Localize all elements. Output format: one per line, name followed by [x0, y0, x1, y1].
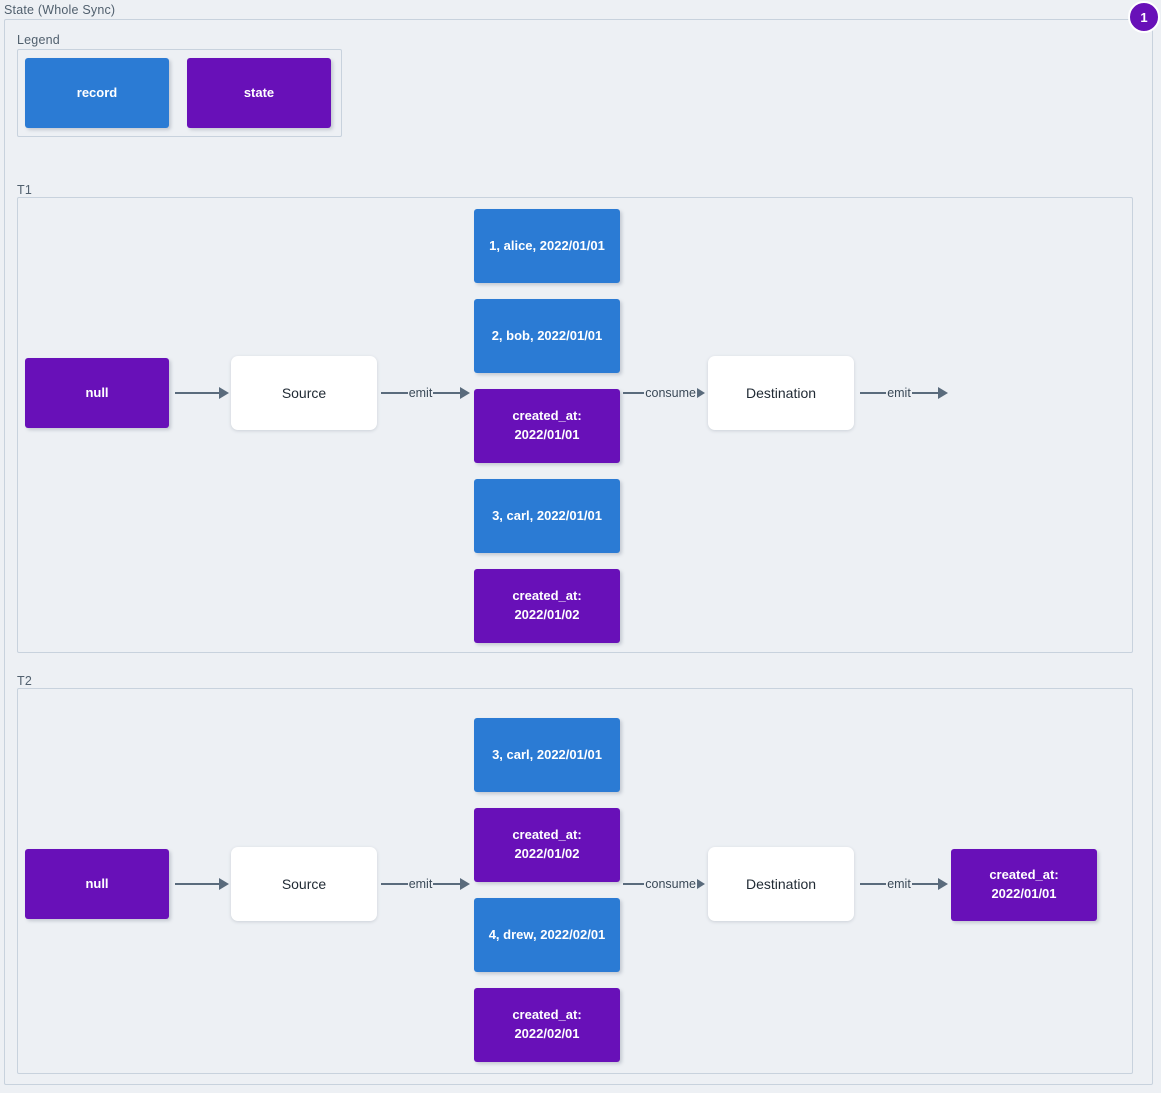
- t1-edge-state-to-source: [175, 384, 229, 402]
- edge-label: emit: [408, 877, 433, 891]
- t1-message-node: 2, bob, 2022/01/01: [474, 299, 620, 373]
- t1-edge-destination-emit: emit: [860, 384, 948, 402]
- edge-label: emit: [887, 877, 911, 891]
- t2-edge-consume: consume: [623, 875, 705, 893]
- edge-line: [911, 882, 938, 886]
- edge-line: [911, 391, 938, 395]
- arrowhead-icon: [938, 878, 948, 890]
- t1-destination-node: Destination: [708, 356, 854, 430]
- t1-initial-state-node: null: [25, 358, 169, 428]
- arrowhead-icon: [219, 878, 229, 890]
- t2-output-state-node: created_at: 2022/01/01: [951, 849, 1097, 921]
- arrowhead-icon: [697, 879, 705, 889]
- t2-message-node: 4, drew, 2022/02/01: [474, 898, 620, 972]
- legend-swatch-record: record: [25, 58, 169, 128]
- step-badge[interactable]: 1: [1128, 1, 1160, 33]
- edge-line: [860, 391, 887, 395]
- t2-destination-node: Destination: [708, 847, 854, 921]
- arrowhead-icon: [460, 387, 470, 399]
- t1-message-node: 3, carl, 2022/01/01: [474, 479, 620, 553]
- legend-title: Legend: [17, 33, 60, 47]
- edge-line: [175, 882, 219, 886]
- edge-label: emit: [408, 386, 433, 400]
- edge-label: consume: [645, 877, 696, 891]
- t2-message-node: created_at: 2022/02/01: [474, 988, 620, 1062]
- edge-label: consume: [645, 386, 696, 400]
- edge-line: [433, 391, 460, 395]
- t2-message-node: 3, carl, 2022/01/01: [474, 718, 620, 792]
- t2-message-node: created_at: 2022/01/02: [474, 808, 620, 882]
- edge-line: [860, 882, 887, 886]
- t1-source-node: Source: [231, 356, 377, 430]
- edge-line: [623, 391, 645, 395]
- arrowhead-icon: [938, 387, 948, 399]
- edge-line: [623, 882, 645, 886]
- t1-message-node: created_at: 2022/01/01: [474, 389, 620, 463]
- edge-line: [381, 391, 408, 395]
- t1-edge-source-emit: emit: [381, 384, 470, 402]
- t2-edge-source-emit: emit: [381, 875, 470, 893]
- t2-edge-destination-emit: emit: [860, 875, 948, 893]
- edge-line: [433, 882, 460, 886]
- section-label-t1: T1: [17, 183, 32, 197]
- diagram-title: State (Whole Sync): [4, 3, 116, 17]
- edge-line: [175, 391, 219, 395]
- edge-label: emit: [887, 386, 911, 400]
- legend-swatch-state: state: [187, 58, 331, 128]
- t1-message-node: 1, alice, 2022/01/01: [474, 209, 620, 283]
- t2-source-node: Source: [231, 847, 377, 921]
- t1-message-node: created_at: 2022/01/02: [474, 569, 620, 643]
- arrowhead-icon: [219, 387, 229, 399]
- section-label-t2: T2: [17, 674, 32, 688]
- t2-edge-state-to-source: [175, 875, 229, 893]
- t1-edge-consume: consume: [623, 384, 705, 402]
- arrowhead-icon: [697, 388, 705, 398]
- t2-initial-state-node: null: [25, 849, 169, 919]
- edge-line: [381, 882, 408, 886]
- arrowhead-icon: [460, 878, 470, 890]
